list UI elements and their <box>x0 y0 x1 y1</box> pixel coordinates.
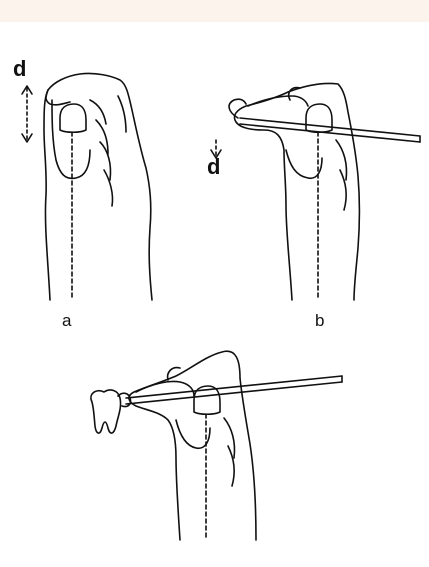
hand-b-outline <box>234 83 359 300</box>
tooth-drawing <box>91 390 121 433</box>
distance-label-a: d <box>13 58 26 80</box>
hand-c-outline <box>129 351 256 540</box>
hand-c-drawing <box>91 351 342 540</box>
hand-a-outline <box>44 73 152 300</box>
hand-a-drawing <box>22 73 152 300</box>
distance-label-b: d <box>207 156 220 178</box>
panel-label-b: b <box>315 312 324 329</box>
nail-b <box>306 104 332 132</box>
nail-a <box>60 104 86 132</box>
distance-arrow-a <box>22 86 32 142</box>
instrument-c <box>126 376 342 404</box>
hand-b-drawing <box>211 83 420 300</box>
panel-label-a: a <box>62 312 71 329</box>
